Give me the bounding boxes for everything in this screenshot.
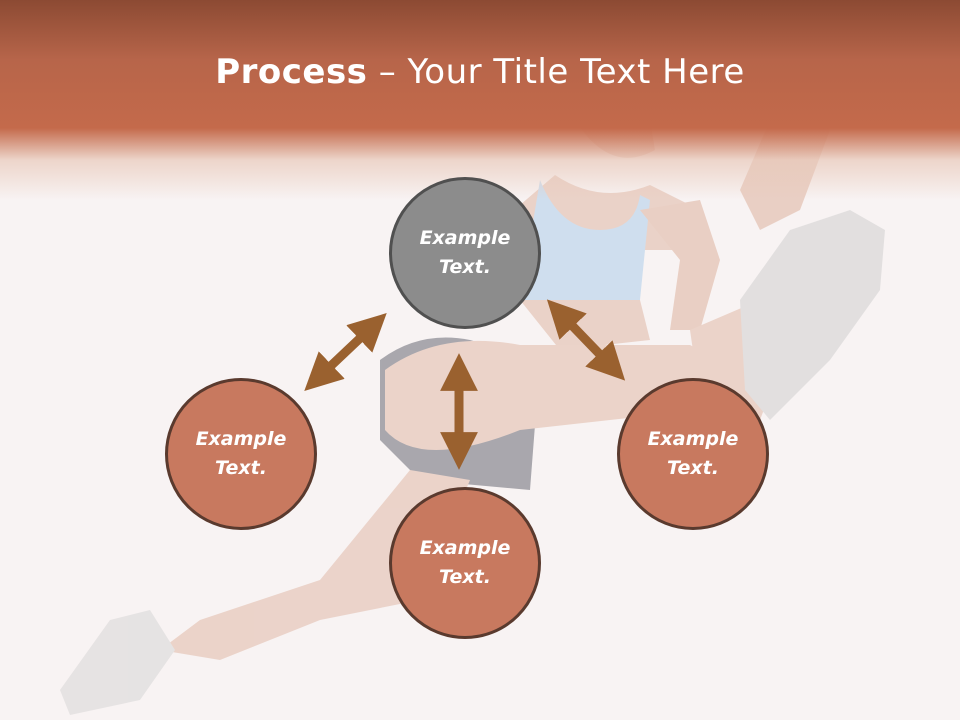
node-bottom-text: Example Text.: [419, 537, 511, 588]
node-top-text: Example Text.: [419, 227, 511, 278]
title-bold: Process: [215, 52, 368, 92]
title-rest: – Your Title Text Here: [367, 52, 745, 92]
title-banner: [0, 0, 960, 200]
double-arrow-icon: [546, 299, 626, 381]
slide-title: Process – Your Title Text Here: [0, 52, 960, 92]
process-node-top: Example Text.: [389, 177, 541, 329]
node-left-text: Example Text.: [195, 428, 287, 479]
process-node-left: Example Text.: [165, 378, 317, 530]
node-right-text: Example Text.: [647, 428, 739, 479]
process-node-bottom: Example Text.: [389, 487, 541, 639]
double-arrow-icon: [304, 313, 387, 391]
process-node-right: Example Text.: [617, 378, 769, 530]
